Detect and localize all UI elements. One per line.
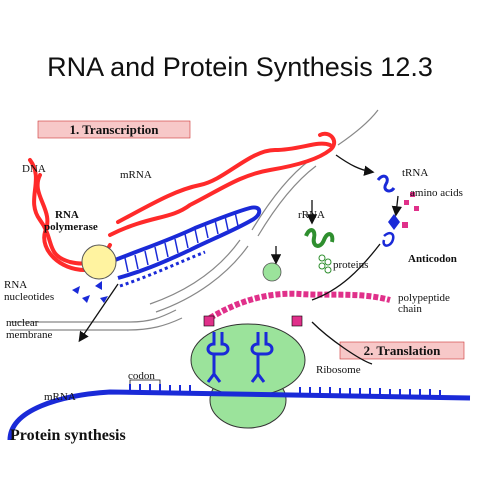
- translation-banner-label: 2. Translation: [364, 343, 442, 358]
- ribosome-subunit: [262, 262, 282, 282]
- label-codon: codon: [128, 370, 155, 382]
- label-proteins: proteins: [333, 259, 368, 271]
- label-nuclear-membrane-2: membrane: [6, 329, 53, 341]
- label-anticodon: Anticodon: [408, 253, 457, 265]
- label-nuclear-membrane-1: nuclear: [6, 317, 39, 329]
- mrna-strand-translation: [7, 379, 471, 441]
- rna-nucleotides: [72, 281, 108, 303]
- mrna-strand-transcription: [109, 205, 262, 288]
- label-mrna-bottom: mRNA: [44, 391, 76, 403]
- label-polypeptide-1: polypeptide: [398, 292, 450, 304]
- label-ribosome: Ribosome: [316, 364, 361, 376]
- rrna-strand: [304, 228, 335, 248]
- process-arrows: [78, 154, 403, 365]
- label-rna-polymerase-1: RNA: [55, 209, 79, 221]
- proteins-cluster: [318, 254, 332, 274]
- charged-amino-acid: [402, 222, 408, 228]
- label-rna-nucleotides-1: RNA: [4, 279, 27, 291]
- label-polypeptide-2: chain: [398, 303, 422, 315]
- nuclear-membrane: [10, 109, 379, 331]
- ribosome-trnas: [206, 332, 274, 383]
- transcription-banner-label: 1. Transcription: [69, 122, 159, 137]
- amino-acid-right: [291, 315, 303, 327]
- polypeptide-chain: [208, 290, 391, 321]
- amino-acids: [404, 192, 419, 211]
- transcription-banner: [37, 120, 191, 139]
- dna-helix: [28, 131, 337, 272]
- ribosome: [190, 323, 306, 429]
- anticodon-trna: [382, 231, 395, 247]
- footer-caption: Protein synthesis: [10, 427, 126, 444]
- label-mrna-top: mRNA: [120, 169, 152, 181]
- label-trna: tRNA: [402, 167, 428, 179]
- label-rna-polymerase-2: polymerase: [44, 221, 98, 233]
- page-title: RNA and Protein Synthesis 12.3: [47, 52, 433, 82]
- amino-acid-left: [203, 315, 215, 327]
- label-amino-acids: amino acids: [410, 187, 463, 199]
- rna-polymerase: [81, 244, 117, 280]
- label-dna: DNA: [22, 163, 46, 175]
- label-rna-nucleotides-2: nucleotides: [4, 291, 54, 303]
- charged-trna: [388, 214, 400, 230]
- translation-banner: [339, 341, 465, 360]
- label-rrna: rRNA: [298, 209, 325, 221]
- trna-molecule: [376, 174, 396, 193]
